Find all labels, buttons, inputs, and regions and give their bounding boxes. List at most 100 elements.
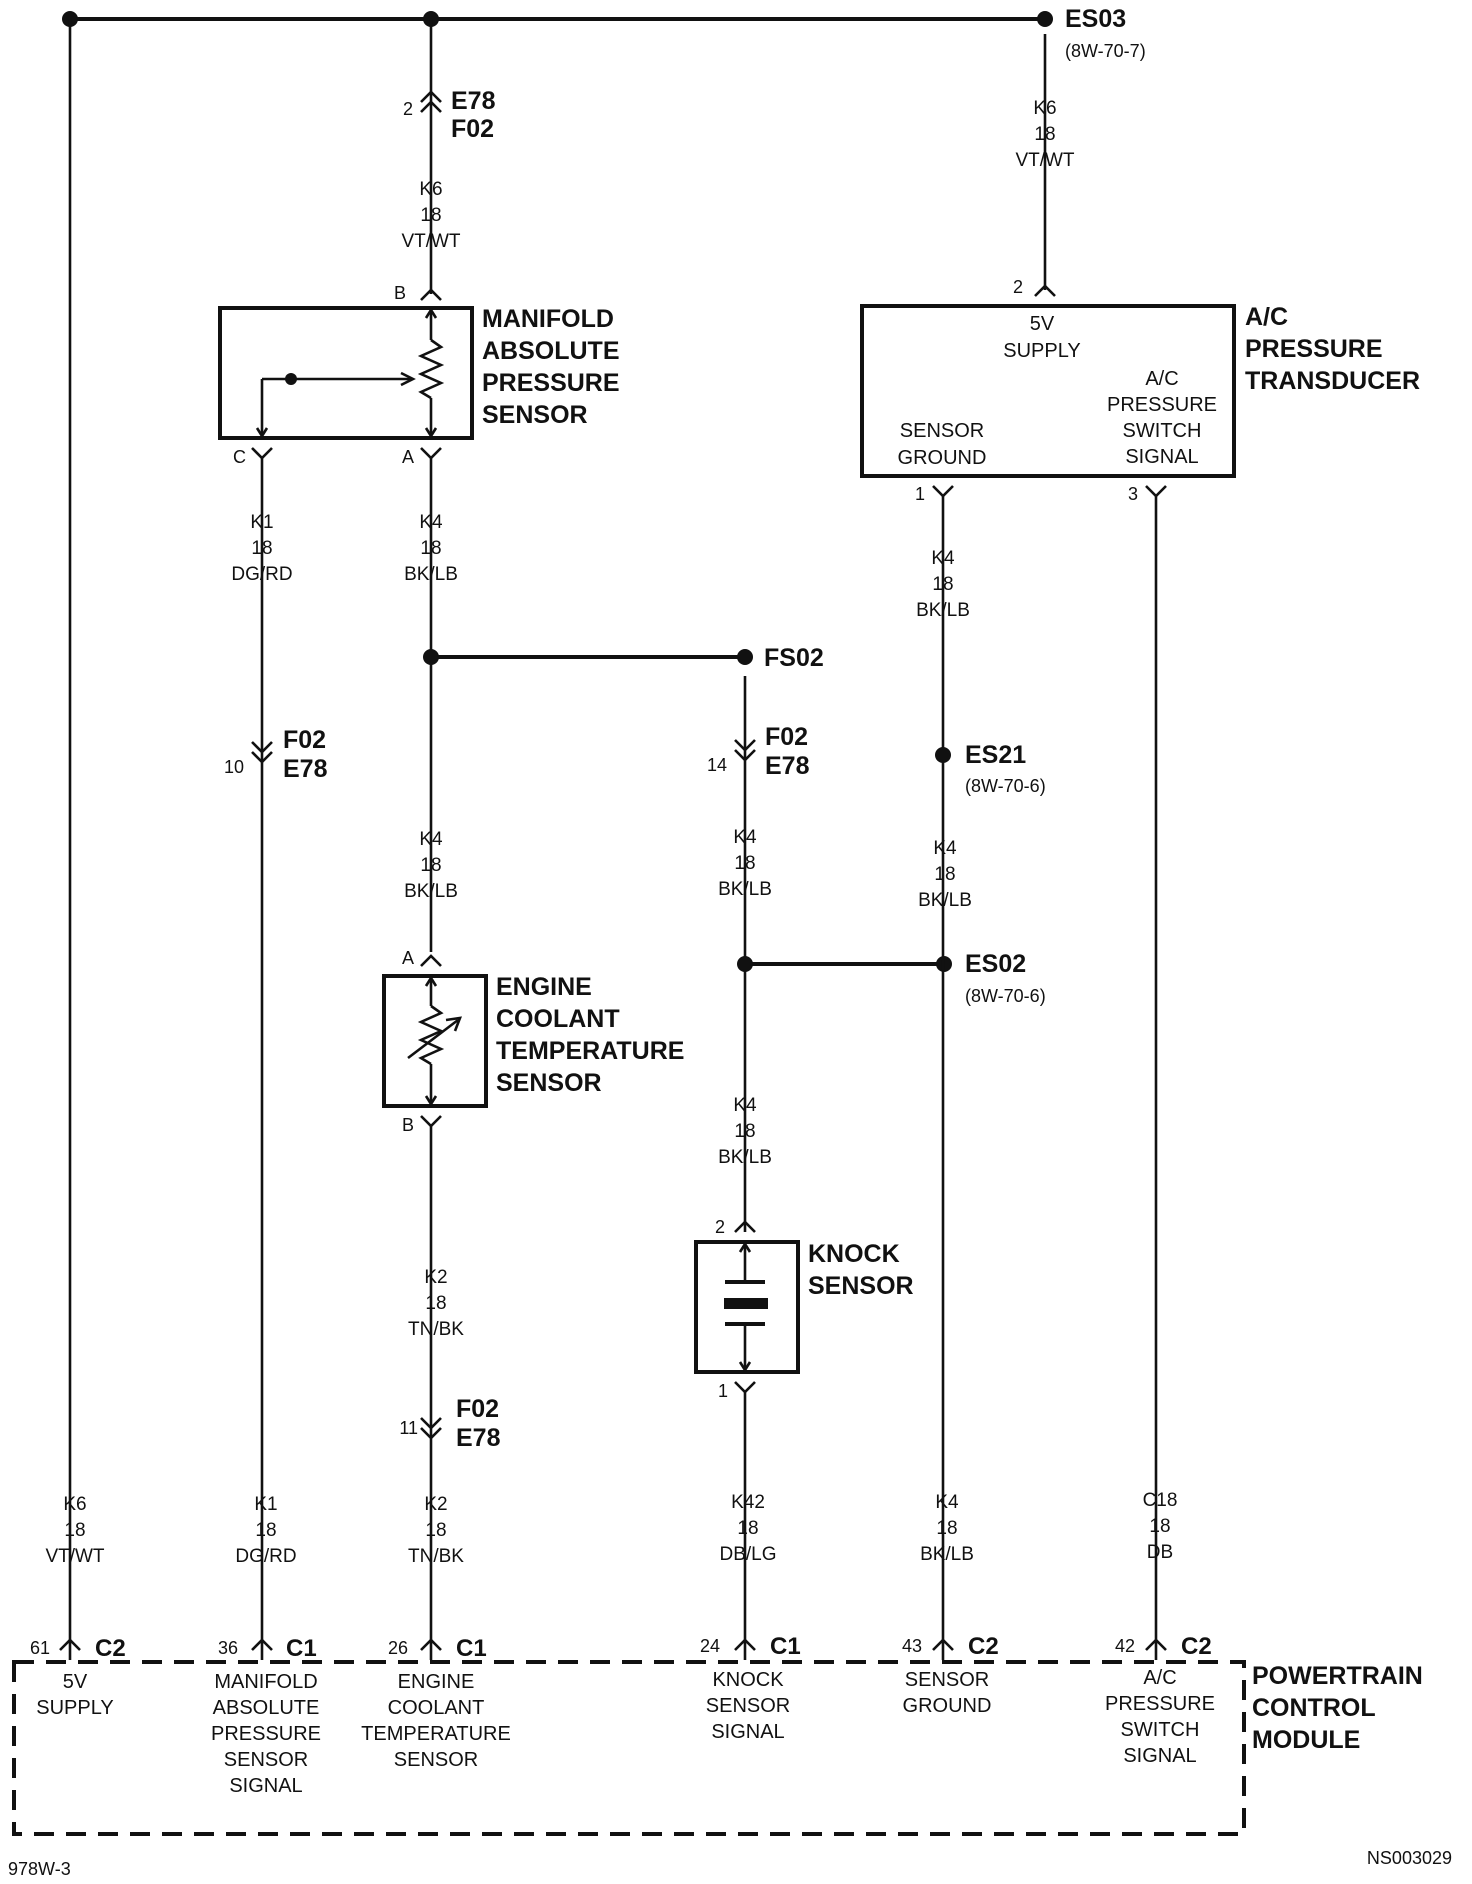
wire-label-c18-bottom: C18 18 DB xyxy=(1143,1490,1178,1563)
svg-text:ENGINE: ENGINE xyxy=(398,1671,475,1693)
svg-text:PRESSURE: PRESSURE xyxy=(1105,1693,1215,1715)
svg-text:K6: K6 xyxy=(1033,98,1056,119)
svg-text:SIGNAL: SIGNAL xyxy=(711,1721,784,1743)
inline-connector-k2-line1: F02 xyxy=(456,1395,499,1423)
svg-text:SENSOR: SENSOR xyxy=(224,1749,308,1771)
wire-label-k2-upper: K2 18 TN/BK xyxy=(408,1267,464,1340)
map-title-1: MANIFOLD xyxy=(482,305,614,333)
svg-text:K2: K2 xyxy=(424,1494,447,1515)
map-pin-a-connector xyxy=(420,447,442,460)
svg-text:K4: K4 xyxy=(935,1492,959,1513)
svg-text:COOLANT: COOLANT xyxy=(388,1697,485,1719)
svg-text:18: 18 xyxy=(425,1293,446,1314)
svg-text:VT/WT: VT/WT xyxy=(401,231,460,252)
splice-es03: ES03 (8W-70-7) xyxy=(1065,5,1146,61)
svg-text:24: 24 xyxy=(700,1636,720,1656)
svg-text:SENSOR: SENSOR xyxy=(394,1749,478,1771)
svg-text:18: 18 xyxy=(425,1520,446,1541)
svg-text:BK/LB: BK/LB xyxy=(916,600,970,621)
ac-transducer: 2 5V SUPPLY SENSOR GROUND A/C PRESSURE S… xyxy=(860,277,1420,504)
inline-connector-top-pin: 2 xyxy=(403,99,413,119)
ac-ground-2: GROUND xyxy=(898,447,987,469)
wire-label-k4-map: K4 18 BK/LB xyxy=(404,512,458,585)
inline-connector-k4-line2: E78 xyxy=(765,752,810,780)
svg-text:K4: K4 xyxy=(733,827,757,848)
wire-label-k4-ac: K4 18 BK/LB xyxy=(916,548,970,621)
pcm-title-3: MODULE xyxy=(1252,1726,1360,1754)
ect-sensor: A B ENGINE COOLANT TEMPERATURE SENSOR xyxy=(382,948,684,1135)
pcm-module: 5V SUPPLY MANIFOLD ABSOLUTE PRESSURE SEN… xyxy=(12,1660,1423,1836)
inline-connector-top-line1: E78 xyxy=(451,87,496,115)
inline-connector-k2: 11 F02 E78 xyxy=(399,1395,500,1452)
svg-text:SIGNAL: SIGNAL xyxy=(229,1775,302,1797)
splice-es03-ref: (8W-70-7) xyxy=(1065,41,1146,61)
footer-right-code: NS003029 xyxy=(1367,1848,1452,1868)
svg-text:26: 26 xyxy=(388,1638,408,1658)
svg-text:61: 61 xyxy=(30,1638,50,1658)
map-title-2: ABSOLUTE xyxy=(482,337,620,365)
svg-text:18: 18 xyxy=(936,1518,957,1539)
svg-text:K6: K6 xyxy=(63,1494,86,1515)
inline-connector-k4-line1: F02 xyxy=(765,723,808,751)
svg-text:TN/BK: TN/BK xyxy=(408,1546,464,1567)
svg-text:18: 18 xyxy=(734,853,755,874)
svg-text:C1: C1 xyxy=(286,1635,317,1662)
inline-connector-top: 2 E78 F02 xyxy=(403,87,496,143)
ac-signal-4: SIGNAL xyxy=(1125,446,1198,468)
knock-title-2: SENSOR xyxy=(808,1272,914,1300)
wire-label-k4-es21: K4 18 BK/LB xyxy=(918,838,972,911)
map-pin-c: C xyxy=(233,447,246,467)
wire-label-k1-bottom: K1 18 DG/RD xyxy=(235,1494,296,1567)
wire-label-k6-right: K6 18 VT/WT xyxy=(1015,98,1074,171)
knock-title-1: KNOCK xyxy=(808,1240,900,1268)
svg-text:SENSOR: SENSOR xyxy=(706,1695,790,1717)
ac-signal-2: PRESSURE xyxy=(1107,394,1217,416)
svg-text:K4: K4 xyxy=(419,512,443,533)
splice-es21-name: ES21 xyxy=(965,741,1026,769)
es02-branch: ES02 (8W-70-6) xyxy=(737,950,1046,1006)
map-title-3: PRESSURE xyxy=(482,369,620,397)
pcm-title-2: CONTROL xyxy=(1252,1694,1376,1722)
svg-text:C1: C1 xyxy=(770,1633,801,1660)
svg-text:C18: C18 xyxy=(1143,1490,1178,1511)
splice-es02-ref: (8W-70-6) xyxy=(965,986,1046,1006)
ect-title-1: ENGINE xyxy=(496,973,592,1001)
map-pin-b-connector xyxy=(420,288,442,301)
svg-text:VT/WT: VT/WT xyxy=(45,1546,104,1567)
knock-pin-2: 2 xyxy=(715,1217,725,1237)
ac-title-2: PRESSURE xyxy=(1245,335,1383,363)
svg-text:18: 18 xyxy=(420,855,441,876)
ect-title-2: COOLANT xyxy=(496,1005,620,1033)
svg-text:A/C: A/C xyxy=(1143,1667,1176,1689)
knock-pin-1: 1 xyxy=(718,1381,728,1401)
ac-signal-3: SWITCH xyxy=(1123,420,1202,442)
ac-signal-1: A/C xyxy=(1145,368,1178,390)
splice-fs02-name: FS02 xyxy=(764,644,824,672)
ac-title-1: A/C xyxy=(1245,303,1288,331)
svg-text:DB: DB xyxy=(1147,1542,1173,1563)
svg-text:MANIFOLD: MANIFOLD xyxy=(214,1671,317,1693)
wire-label-k42-bottom: K42 18 DB/LG xyxy=(719,1492,776,1565)
wire-label-k2-bottom: K2 18 TN/BK xyxy=(408,1494,464,1567)
splice-es21-ref: (8W-70-6) xyxy=(965,776,1046,796)
fs02-branch: FS02 xyxy=(423,644,824,672)
splice-es21: ES21 (8W-70-6) xyxy=(935,741,1046,796)
ac-supply-1: 5V xyxy=(1030,313,1055,335)
ect-pin-a: A xyxy=(402,948,414,968)
map-pin-a: A xyxy=(402,447,414,467)
ect-title-4: SENSOR xyxy=(496,1069,602,1097)
wire-label-k4-ect: K4 18 BK/LB xyxy=(404,829,458,902)
svg-text:K1: K1 xyxy=(254,1494,277,1515)
svg-text:18: 18 xyxy=(420,205,441,226)
svg-text:5V: 5V xyxy=(63,1671,88,1693)
svg-text:PRESSURE: PRESSURE xyxy=(211,1723,321,1745)
svg-text:DG/RD: DG/RD xyxy=(231,564,292,585)
inline-connector-k1-line2: E78 xyxy=(283,755,328,783)
inline-connector-k2-line2: E78 xyxy=(456,1424,501,1452)
map-pin-c-connector xyxy=(251,447,273,460)
wire-label-k6-bottom: K6 18 VT/WT xyxy=(45,1494,104,1567)
svg-text:SWITCH: SWITCH xyxy=(1121,1719,1200,1741)
svg-text:DG/RD: DG/RD xyxy=(235,1546,296,1567)
svg-text:18: 18 xyxy=(934,864,955,885)
